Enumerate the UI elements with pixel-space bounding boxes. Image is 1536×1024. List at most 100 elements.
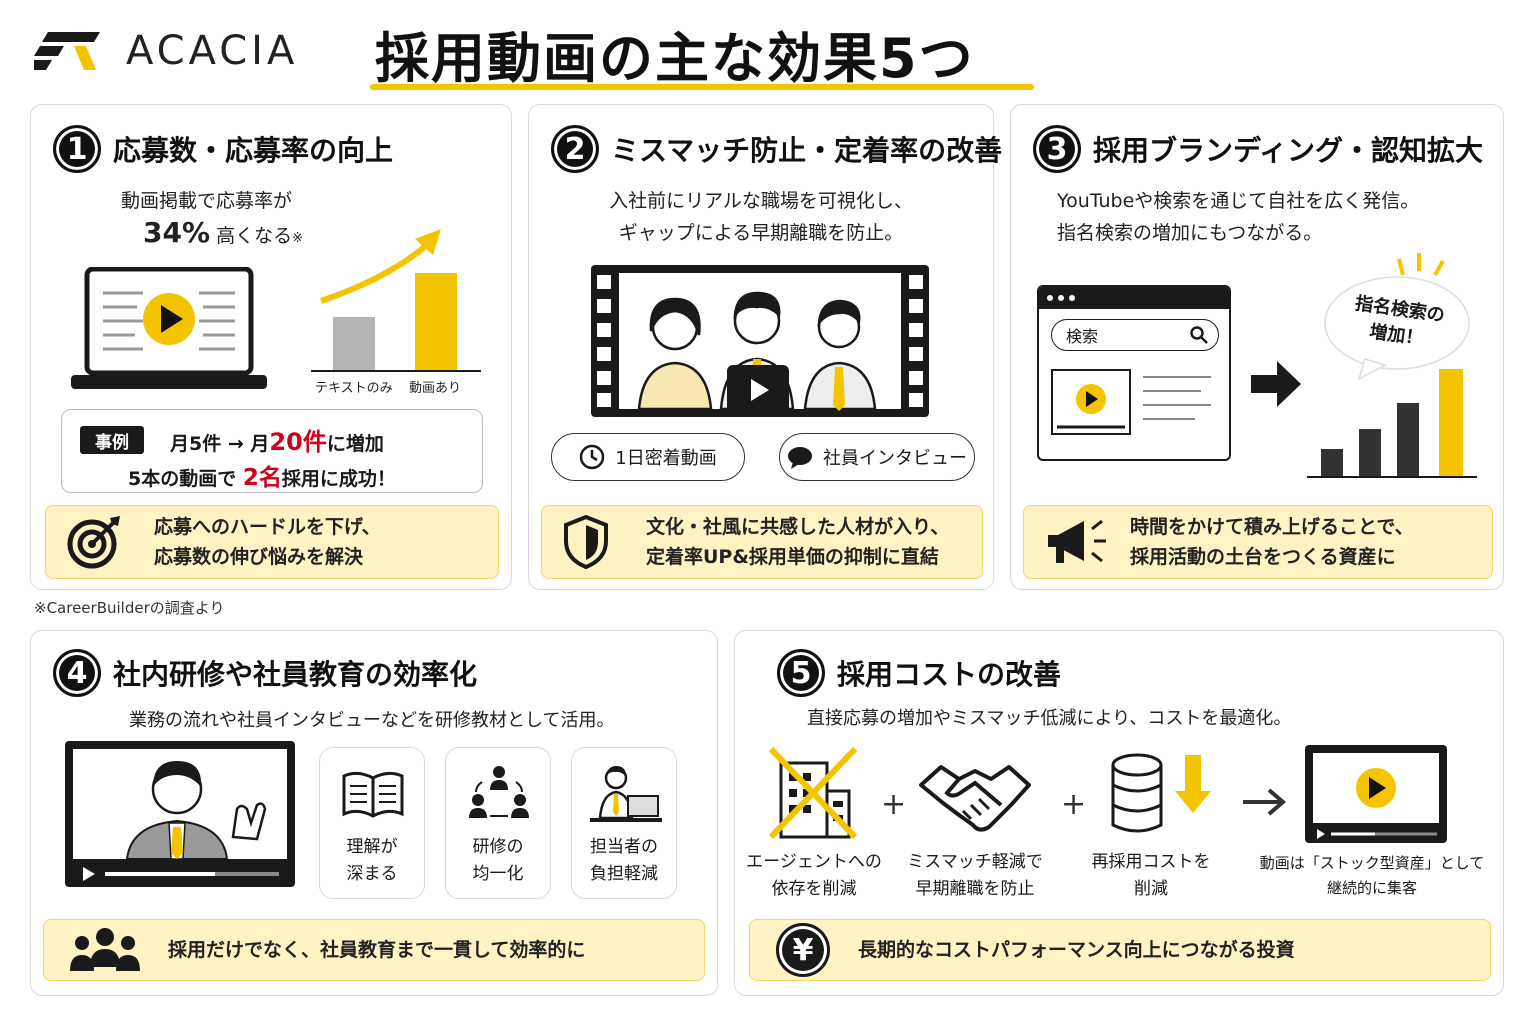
open-book-icon <box>342 771 404 818</box>
summary-banner: 時間をかけて積み上げることで、 採用活動の土台をつくる資産に <box>1023 505 1493 579</box>
banner-line: 時間をかけて積み上げることで、 <box>1130 516 1414 538</box>
card-title: ミスマッチ防止・定着率の改善 <box>611 134 1003 167</box>
pill-label: 1日密着動画 <box>615 448 717 469</box>
film-strip-icon <box>591 265 929 417</box>
banner-line: 採用活動の土台をつくる資産に <box>1130 546 1396 568</box>
card-header: 4 社内研修や社員教育の効率化 <box>53 649 477 697</box>
logo-text: ACACIA <box>126 28 299 74</box>
stat-text: 高くなる <box>216 225 293 247</box>
case-line-2: 5本の動画で 2名採用に成功！ <box>128 458 396 492</box>
banner-line: 応募へのハードルを下げ、 <box>154 516 381 538</box>
card-title: 採用コストの改善 <box>837 658 1062 691</box>
group-cycle-icon <box>469 766 529 818</box>
cost-caption: ミスマッチ軽減で 早期離職を防止 <box>907 852 1043 899</box>
desc-line-stat: 34% 高くなる※ <box>143 217 303 255</box>
rising-bars-icon <box>1307 369 1477 478</box>
cost-caption: 再採用コストを 削減 <box>1091 852 1211 899</box>
database-down-icon <box>1111 753 1211 833</box>
benefit-card: 理解が 深まる <box>319 747 425 899</box>
megaphone-icon <box>1048 519 1106 563</box>
banner-text: 長期的なコストパフォーマンス向上につながる投資 <box>858 939 1295 961</box>
case-text: 5本の動画で <box>128 468 237 490</box>
clock-icon <box>580 444 605 470</box>
worker-laptop-icon <box>590 766 662 822</box>
card-description: 動画掲載で応募率が 34% 高くなる※ <box>121 185 303 255</box>
right-arrow-icon <box>1251 361 1301 407</box>
chart-label-with-video: 動画あり <box>409 381 462 396</box>
yen-icon: ¥ <box>776 923 830 977</box>
case-text: に増加 <box>326 433 384 455</box>
summary-banner: 応募へのハードルを下げ、 応募数の伸び悩みを解決 <box>45 505 499 579</box>
growth-chart-icon <box>311 229 481 372</box>
desc-line: 指名検索の増加にもつながる。 <box>1057 222 1323 244</box>
desc-line: YouTubeや検索を通じて自社を広く発信。 <box>1057 190 1420 212</box>
search-icon <box>1190 326 1208 344</box>
card-header: 3 採用ブランディング・認知拡大 <box>1033 125 1483 173</box>
pill-day-in-life: 1日密着動画 <box>551 433 745 481</box>
chart-label-text-only: テキストのみ <box>315 381 393 396</box>
banner-text: 応募へのハードルを下げ、 応募数の伸び悩みを解決 <box>154 512 381 572</box>
card-header: 5 採用コストの改善 <box>777 649 1061 697</box>
card-title: 応募数・応募率の向上 <box>113 134 394 167</box>
desc-line: ギャップによる早期離職を防止。 <box>618 222 904 244</box>
banner-line: 応募数の伸び悩みを解決 <box>154 546 364 568</box>
card-applications: 1 応募数・応募率の向上 動画掲載で応募率が 34% 高くなる※ テキストのみ … <box>30 104 512 590</box>
case-text: 採用に成功！ <box>281 468 396 490</box>
card-header: 1 応募数・応募率の向上 <box>53 125 393 173</box>
case-line-1: 月5件 → 月20件に増加 <box>170 422 384 457</box>
cost-caption: エージェントへの 依存を削減 <box>746 852 882 899</box>
card-title: 社内研修や社員教育の効率化 <box>113 658 478 691</box>
banner-line: 定着率UP&採用単価の抑制に直結 <box>646 546 939 568</box>
summary-banner: 文化・社風に共感した人材が入り、 定着率UP&採用単価の抑制に直結 <box>541 505 983 579</box>
training-video-icon <box>65 741 295 887</box>
case-study-box: 事例 月5件 → 月20件に増加 5本の動画で 2名採用に成功！ <box>61 409 483 493</box>
footnote-mark: ※ <box>292 231 303 246</box>
banner-text: 時間をかけて積み上げることで、 採用活動の土台をつくる資産に <box>1130 512 1414 572</box>
laptop-video-icon <box>71 267 267 389</box>
agency-building-crossed-icon <box>768 746 858 840</box>
banner-line: 文化・社風に共感した人材が入り、 <box>646 516 950 538</box>
browser-window: 検索 <box>1037 285 1231 461</box>
browser-titlebar <box>1039 287 1229 309</box>
banner-text: 採用だけでなく、社員教育まで一貫して効率的に <box>168 939 586 961</box>
summary-banner: ¥ 長期的なコストパフォーマンス向上につながる投資 <box>749 919 1491 981</box>
handshake-icon <box>919 765 1031 832</box>
case-text: 月 <box>170 433 190 455</box>
title-underline <box>370 84 1034 90</box>
footnote: ※CareerBuilderの調査より <box>34 599 225 617</box>
plus-sign: + <box>1061 787 1087 822</box>
benefit-card: 担当者の 負担軽減 <box>571 747 677 899</box>
target-icon <box>67 516 120 569</box>
case-arrow: → 月 <box>227 433 270 455</box>
desc-line: 動画掲載で応募率が <box>121 190 293 212</box>
card-title: 採用ブランディング・認知拡大 <box>1093 134 1484 167</box>
benefit-label: 研修の 均一化 <box>472 837 524 884</box>
card-description: 直接応募の増加やミスマッチ低減により、コストを最適化。 <box>807 708 1292 729</box>
speech-bubble-shape <box>1324 276 1470 381</box>
team-icon <box>70 928 140 971</box>
speech-bubble-icon <box>788 447 812 469</box>
cost-caption: 動画は「ストック型資産」として 継続的に集客 <box>1259 854 1485 897</box>
card-training: 4 社内研修や社員教育の効率化 業務の流れや社員インタビューなどを研修教材として… <box>30 630 718 996</box>
benefit-label: 理解が 深まる <box>346 837 398 884</box>
stat-value: 34% <box>143 216 211 249</box>
video-result-icon <box>1051 369 1211 435</box>
sparkle-icon <box>1397 253 1445 276</box>
pill-interview: 社員インタビュー <box>779 433 975 481</box>
search-placeholder: 検索 <box>1066 327 1099 346</box>
page-title: 採用動画の主な効果5つ <box>375 27 975 90</box>
card-cost: 5 採用コストの改善 直接応募の増加やミスマッチ低減により、コストを最適化。 +… <box>734 630 1504 996</box>
number-badge: 3 <box>1033 125 1081 173</box>
case-after-value: 20件 <box>269 428 327 456</box>
case-tag: 事例 <box>80 426 144 454</box>
card-mismatch: 2 ミスマッチ防止・定着率の改善 入社前にリアルな職場を可視化し、 ギャップによ… <box>528 104 1002 590</box>
search-input[interactable]: 検索 <box>1051 319 1219 351</box>
card-branding: 3 採用ブランディング・認知拡大 YouTubeや検索を通じて自社を広く発信。 … <box>1010 104 1504 590</box>
number-badge: 4 <box>53 649 101 697</box>
logo-mark-icon <box>34 32 100 70</box>
right-arrow-icon <box>1243 788 1287 816</box>
case-before-value: 5件 <box>189 433 222 455</box>
benefit-card: 研修の 均一化 <box>445 747 551 899</box>
banner-text: 文化・社風に共感した人材が入り、 定着率UP&採用単価の抑制に直結 <box>646 512 949 572</box>
card-description: YouTubeや検索を通じて自社を広く発信。 指名検索の増加にもつながる。 <box>1057 185 1419 249</box>
